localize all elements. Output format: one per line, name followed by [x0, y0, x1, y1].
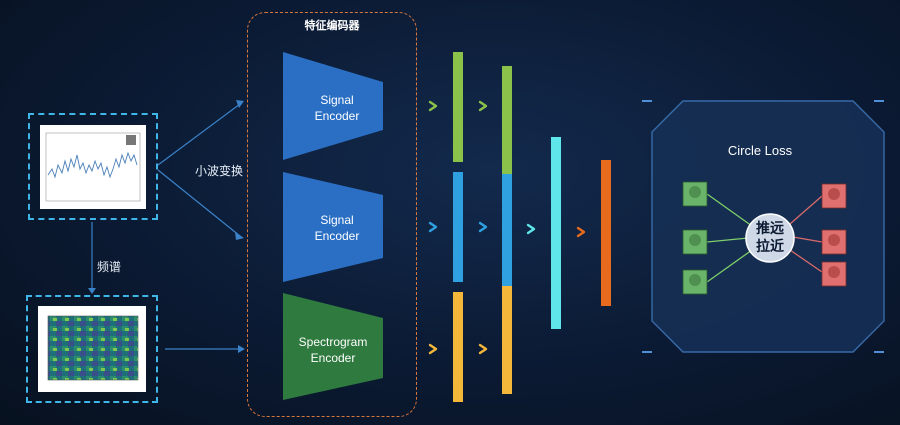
fused-bar-cyan [551, 137, 561, 329]
spectrogram-plot [47, 315, 139, 381]
feature-bar-yellow-1 [453, 292, 463, 402]
spectrogram-encoder-shape [283, 293, 383, 400]
feature-bar-blue-1 [453, 172, 463, 282]
signal-encoder-1-line2: Encoder [314, 109, 360, 123]
spectrogram-encoder-line2: Encoder [310, 351, 356, 365]
signal-encoder-2-shape [283, 172, 383, 282]
spectrogram-encoder: Spectrogram Encoder [283, 334, 383, 366]
spectrogram-input-box [26, 295, 158, 403]
chevron-icon [576, 226, 586, 238]
chevron-icon [478, 221, 488, 233]
spectrogram-thumbnail [38, 306, 146, 392]
signal-encoder-1-line1: Signal [320, 93, 354, 107]
signal-encoder-1-shape [283, 52, 383, 160]
pull-close-label: 拉近 [756, 239, 784, 255]
encoder-group-title: 特征编码器 [304, 19, 360, 32]
center-node [745, 213, 795, 263]
wavelet-label: 小波变换 [195, 164, 244, 178]
chevron-icon [428, 343, 438, 355]
chevron-icon [526, 223, 536, 235]
signal-encoder-2-line2: Encoder [314, 229, 360, 243]
signal-encoder-2-line1: Signal [320, 213, 354, 227]
loss-title: Circle Loss [727, 143, 793, 158]
spectrum-label: 频谱 [97, 260, 122, 274]
concat-bar-blue [502, 174, 512, 286]
negative-samples [821, 183, 847, 287]
signal-encoder-2: Signal Encoder [292, 212, 382, 244]
embedding-bar-orange [601, 160, 611, 306]
push-away-label: 推远 [756, 221, 784, 237]
concat-bar-yellow [502, 286, 512, 394]
concat-bar-green [502, 66, 512, 174]
chevron-icon [478, 100, 488, 112]
encoder-group: 特征编码器 [247, 12, 417, 417]
waveform-thumbnail [40, 125, 146, 209]
loss-center-text: 推远 拉近 [746, 220, 794, 256]
spectrogram-encoder-line1: Spectrogram [298, 335, 368, 349]
feature-bar-green-1 [453, 52, 463, 162]
signal-input-box [28, 113, 158, 220]
signal-encoder-1: Signal Encoder [292, 92, 382, 124]
waveform-plot [45, 132, 141, 202]
expand-icon [126, 135, 136, 145]
chevron-icon [478, 343, 488, 355]
chevron-icon [428, 100, 438, 112]
chevron-icon [428, 221, 438, 233]
positive-samples [682, 181, 708, 295]
